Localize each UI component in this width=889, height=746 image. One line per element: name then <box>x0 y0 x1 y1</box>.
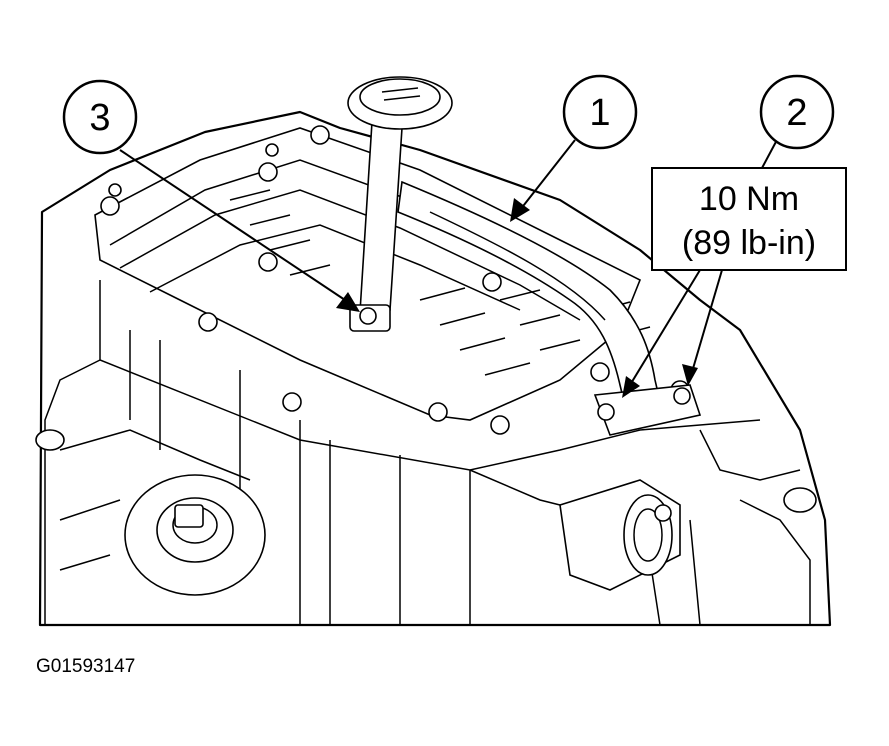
figure-id: G01593147 <box>36 656 135 677</box>
dipstick-tube <box>347 76 453 332</box>
cover-bolts <box>100 125 690 435</box>
leader-line-2-top <box>761 137 779 169</box>
bypass-tube <box>397 180 702 436</box>
outlet-pipe <box>469 469 681 591</box>
torque-spec-box <box>651 167 847 271</box>
callout-label-3: 3 <box>89 97 110 139</box>
arrowhead-1 <box>510 198 530 222</box>
arrowhead-2a <box>622 376 640 398</box>
leader-line-3 <box>119 149 346 301</box>
torque-value: 10 Nm <box>699 180 799 218</box>
engine-illustration <box>35 76 832 627</box>
callout-circle-1 <box>562 74 638 150</box>
callout-circle-3 <box>62 79 138 155</box>
leader-line-1 <box>519 139 576 211</box>
torque-imperial: (89 lb-in) <box>682 224 816 262</box>
leader-line-2b <box>691 269 723 373</box>
leader-line-2a <box>629 269 701 386</box>
callout-2: 2 10 Nm (89 lb-in) <box>622 74 847 398</box>
arrowhead-3 <box>336 292 360 312</box>
callout-1: 1 <box>510 74 638 222</box>
callout-label-2: 2 <box>786 92 807 134</box>
filter-boss <box>124 474 266 596</box>
arrowhead-2b <box>682 364 698 386</box>
callout-label-1: 1 <box>589 92 610 134</box>
callout-3: 3 <box>62 79 360 312</box>
callout-circle-2 <box>759 74 835 150</box>
